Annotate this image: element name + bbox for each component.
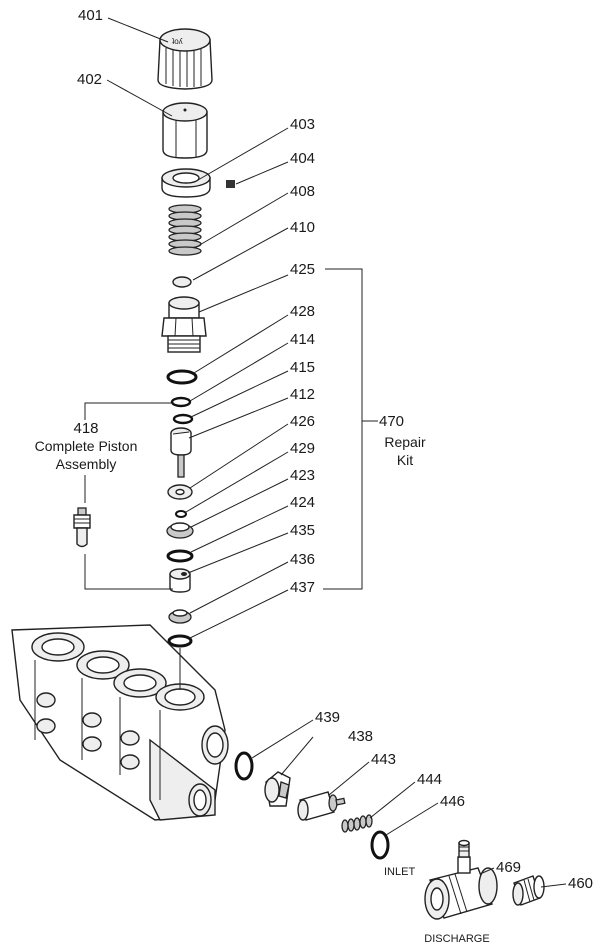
callout-424: 424 (290, 494, 315, 511)
part-444-spring (341, 814, 373, 833)
callout-401: 401 (78, 7, 103, 24)
part-414-o-ring (170, 396, 192, 408)
part-418-piston-assembly (73, 507, 91, 548)
piston-assembly-line2: Assembly (56, 456, 117, 472)
callout-408: 408 (290, 183, 315, 200)
part-403-lock-nut (161, 168, 211, 198)
part-408-spring (168, 204, 202, 256)
part-424-o-ring (166, 549, 194, 563)
callout-443: 443 (371, 751, 396, 768)
part-429-o-ring (175, 510, 187, 518)
callout-404: 404 (290, 150, 315, 167)
part-412-valve-stem (170, 427, 192, 478)
part-428-o-ring (166, 369, 198, 385)
part-435-sleeve (169, 568, 191, 593)
piston-assembly-line1: Complete Piston (35, 438, 138, 454)
part-423-seal (166, 522, 194, 539)
callout-436: 436 (290, 551, 315, 568)
part-410-washer (172, 276, 192, 288)
callout-435: 435 (290, 522, 315, 539)
part-415-o-ring (172, 413, 194, 425)
callout-425: 425 (290, 261, 315, 278)
part-436-seal (168, 609, 192, 624)
part-425-valve-fitting (161, 296, 207, 353)
piston-assembly-label: 418 Complete Piston Assembly (35, 420, 138, 472)
part-437-o-ring (167, 634, 193, 648)
callout-410: 410 (290, 219, 315, 236)
callout-437: 437 (290, 579, 315, 596)
callout-439: 439 (315, 709, 340, 726)
part-469-tee-fitting (424, 839, 498, 920)
part-manifold-body (11, 624, 229, 821)
callout-460: 460 (568, 875, 593, 892)
callout-labels: 401 402 403 404 408 410 425 428 414 415 … (35, 7, 593, 945)
repair-kit-line1: Repair (384, 434, 426, 450)
callout-412: 412 (290, 386, 315, 403)
inlet-label: INLET (384, 866, 415, 878)
leader-lines (84, 17, 567, 888)
callout-444: 444 (417, 771, 442, 788)
callout-428: 428 (290, 303, 315, 320)
callout-438: 438 (348, 728, 373, 745)
callout-418: 418 (73, 420, 98, 437)
callout-446: 446 (440, 793, 465, 810)
callout-470: 470 (379, 413, 404, 430)
part-460-plug (512, 875, 545, 906)
discharge-label: DISCHARGE (424, 933, 489, 945)
callout-429: 429 (290, 440, 315, 457)
callout-402: 402 (77, 71, 102, 88)
callout-414: 414 (290, 331, 315, 348)
part-401-knob-cap: ʇoʎ (157, 28, 213, 90)
part-443-plunger (297, 791, 346, 821)
repair-kit-line2: Kit (397, 452, 413, 468)
part-404-set-screw (226, 180, 235, 188)
callout-469: 469 (496, 859, 521, 876)
part-402-hex-cap (162, 102, 208, 159)
part-426-retainer (167, 484, 193, 500)
part-438-check-valve (264, 771, 291, 807)
svg-text:ʇoʎ: ʇoʎ (172, 37, 183, 46)
part-439-o-ring (234, 751, 254, 781)
callout-426: 426 (290, 413, 315, 430)
callout-403: 403 (290, 116, 315, 133)
callout-415: 415 (290, 359, 315, 376)
part-446-o-ring (370, 830, 390, 860)
callout-423: 423 (290, 467, 315, 484)
repair-kit-label: 470 Repair Kit (379, 413, 426, 468)
